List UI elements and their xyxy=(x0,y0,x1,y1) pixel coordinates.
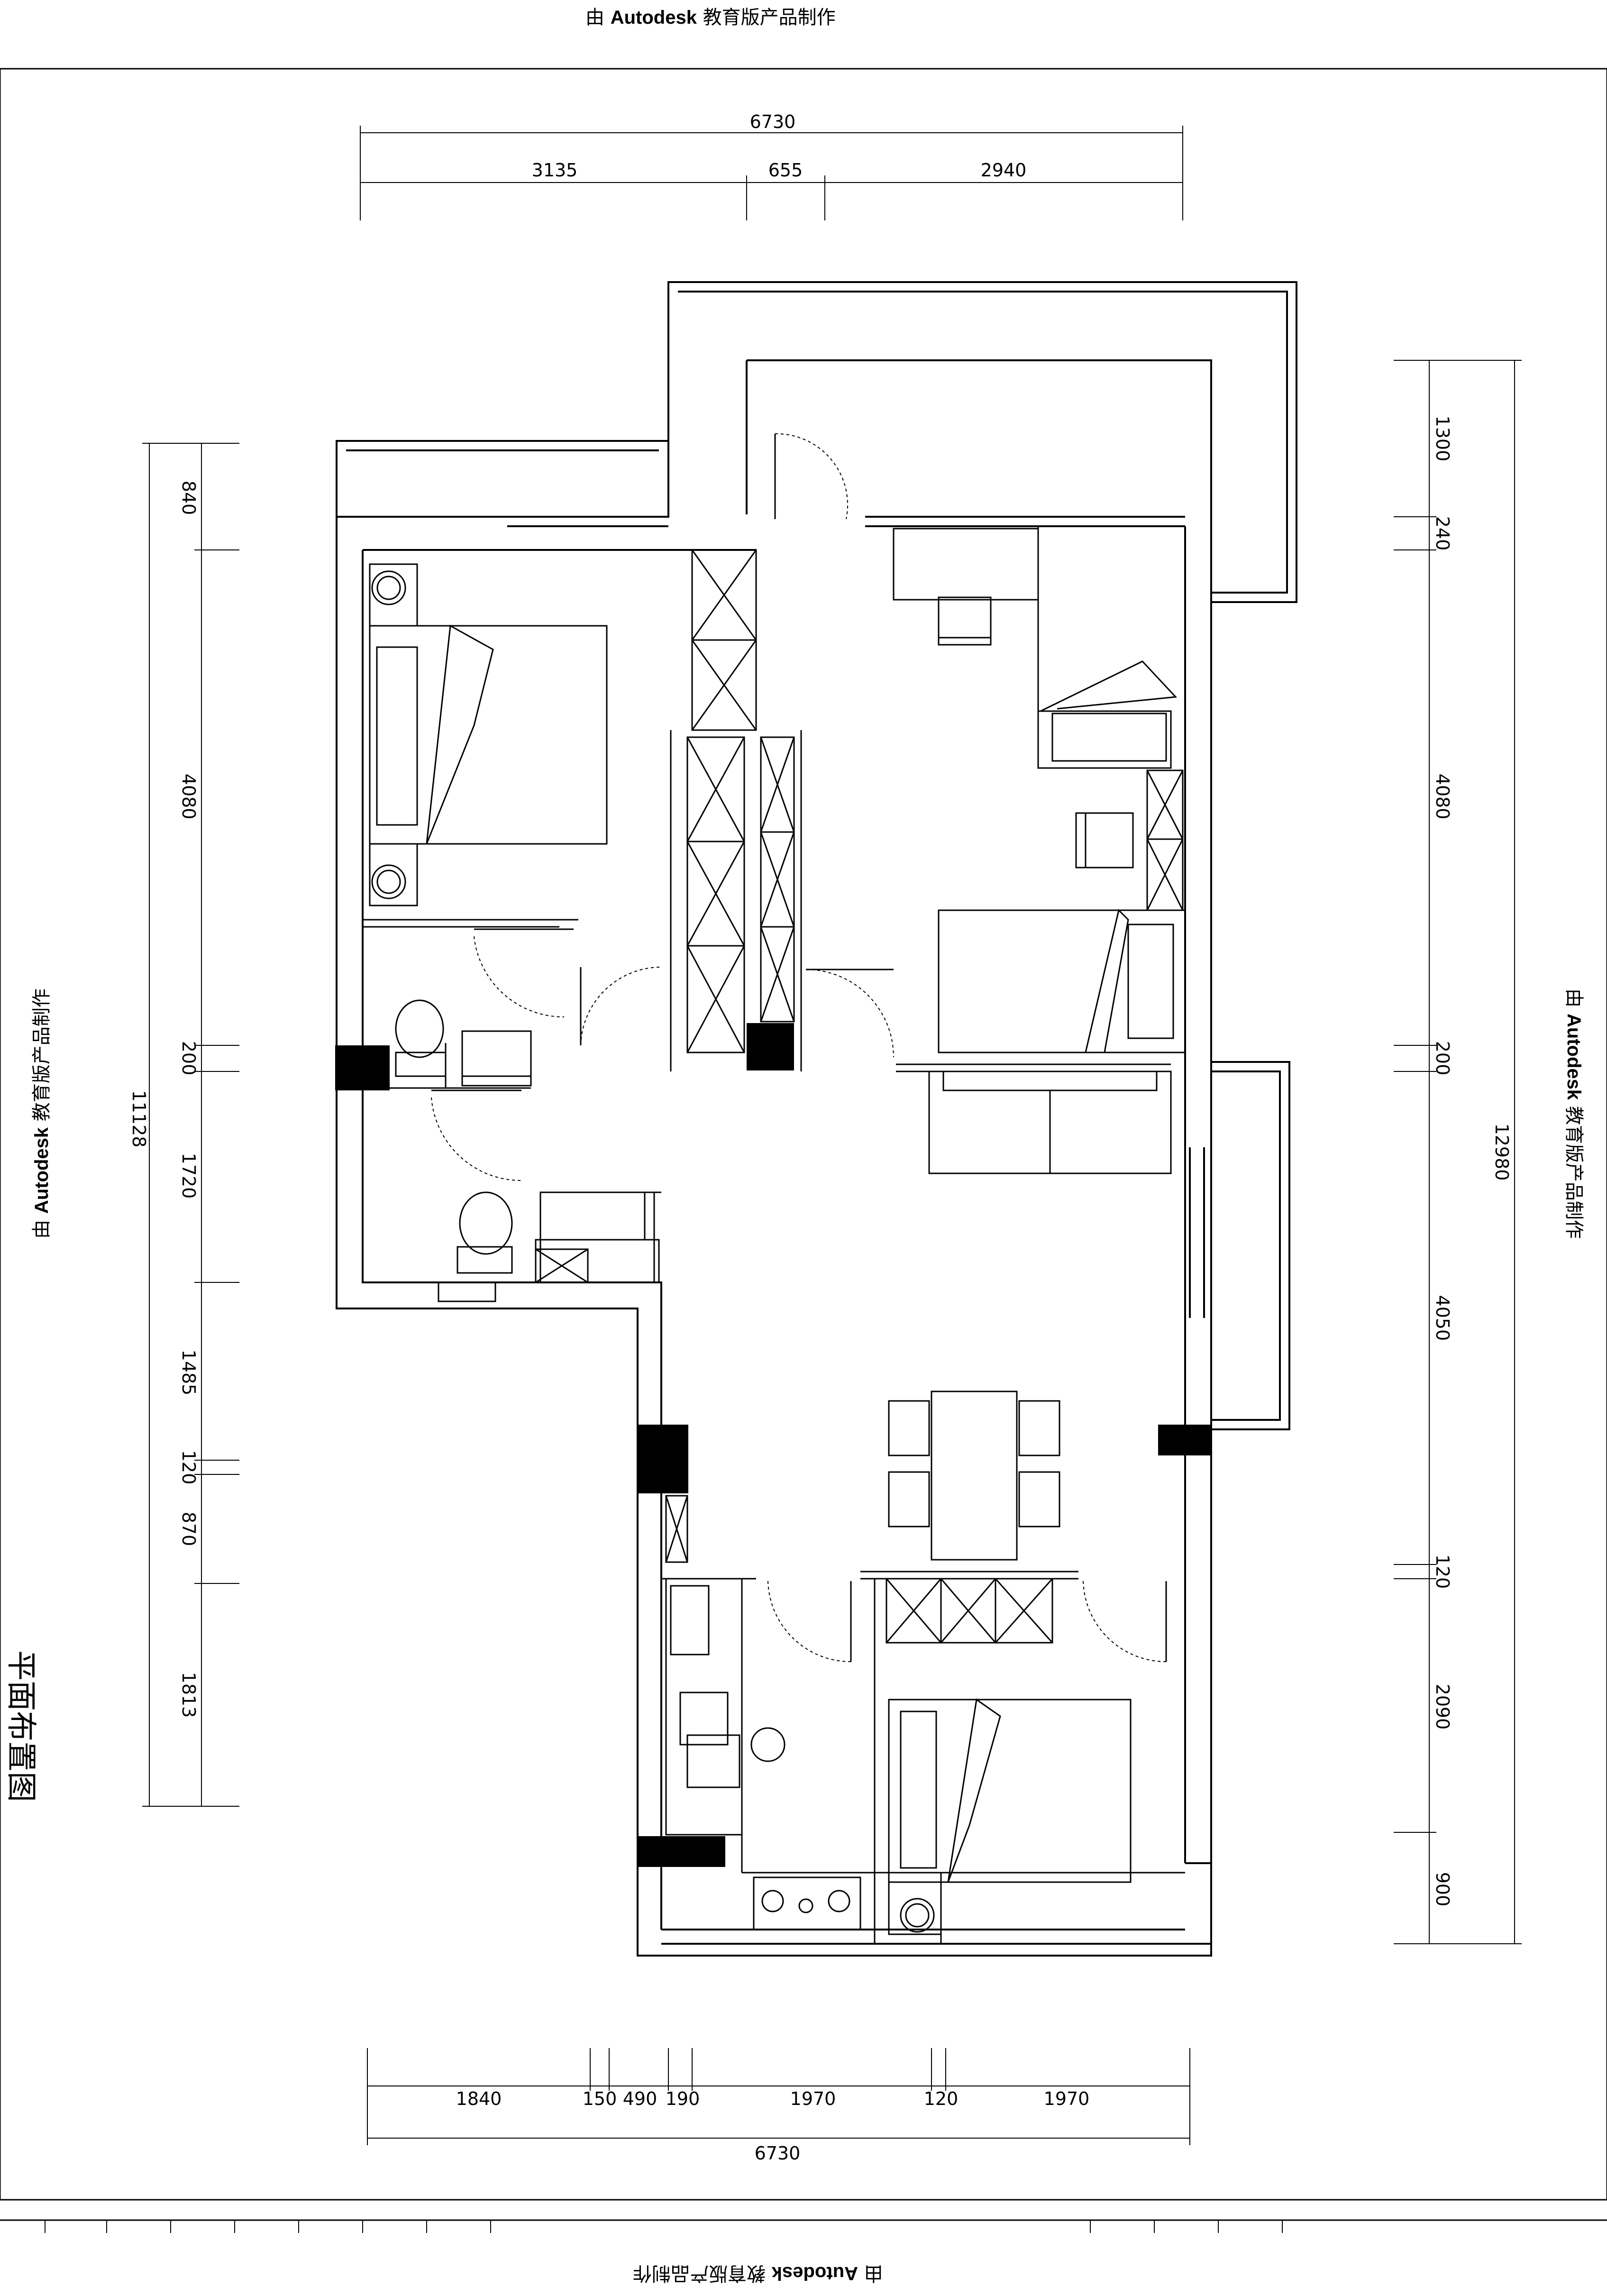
column xyxy=(638,1425,688,1493)
dim-right-seg: 4080 xyxy=(1432,774,1453,820)
column xyxy=(638,1836,725,1867)
dim-right-seg: 900 xyxy=(1432,1872,1453,1907)
doors xyxy=(431,433,1167,1662)
dim-bottom-seg: 490 xyxy=(623,2088,657,2109)
bed xyxy=(888,1699,1132,1883)
chair xyxy=(888,1471,930,1528)
furniture xyxy=(395,526,1178,1930)
structural-columns xyxy=(335,1023,1211,1867)
dim-right-seg: 240 xyxy=(1432,516,1453,551)
vanity xyxy=(461,1030,532,1087)
dim-left-seg: 1485 xyxy=(178,1350,199,1396)
watermark-brand: Autodesk xyxy=(610,7,697,28)
chef-figure xyxy=(750,1727,785,1762)
chair xyxy=(1018,1471,1060,1528)
column xyxy=(335,1045,390,1090)
dim-top-seg: 3135 xyxy=(532,160,578,181)
sheet-frame xyxy=(0,68,1607,2233)
kitchen-counter xyxy=(665,1578,743,1836)
dim-bottom-seg: 1970 xyxy=(1044,2088,1090,2109)
chair xyxy=(1018,1400,1060,1456)
dim-left-seg: 120 xyxy=(178,1450,199,1485)
bed xyxy=(938,909,1186,1053)
watermark-suffix: 教育版产品制作 xyxy=(703,7,836,28)
dim-bottom-seg: 1970 xyxy=(790,2088,836,2109)
dim-left-overall: 11128 xyxy=(128,1090,149,1148)
dim-left-seg: 1720 xyxy=(178,1153,199,1199)
dining-table xyxy=(931,1390,1018,1561)
bed xyxy=(369,625,608,845)
dim-right-seg: 2090 xyxy=(1432,1684,1453,1730)
beds xyxy=(369,563,1186,1935)
dim-left-seg: 1813 xyxy=(178,1672,199,1718)
dim-left-seg: 870 xyxy=(178,1512,199,1546)
watermark-prefix: 由 xyxy=(585,7,604,28)
wardrobes xyxy=(665,549,1184,1644)
column xyxy=(747,1023,794,1070)
dim-top-seg: 2940 xyxy=(981,160,1027,181)
dim-right-seg: 120 xyxy=(1432,1555,1453,1589)
dimension-lines xyxy=(142,126,1522,2145)
outer-walls xyxy=(336,281,1297,1957)
chair xyxy=(938,596,992,646)
dim-right-seg: 1300 xyxy=(1432,416,1453,462)
chair xyxy=(888,1400,930,1456)
dimension-text: 6730 3135 655 2940 1840 150 490 190 1970… xyxy=(128,111,1512,2164)
dim-top-overall: 6730 xyxy=(750,111,796,132)
dim-bottom-overall: 6730 xyxy=(755,2143,801,2164)
dim-top-seg: 655 xyxy=(768,160,803,181)
vanity xyxy=(539,1191,646,1241)
dim-right-seg: 200 xyxy=(1432,1041,1453,1076)
dim-right-overall: 12980 xyxy=(1491,1124,1512,1181)
stove xyxy=(753,1876,861,1930)
toilet xyxy=(459,1191,513,1255)
dim-left-seg: 840 xyxy=(178,481,199,515)
toilet xyxy=(395,999,444,1058)
dim-bottom-seg: 1840 xyxy=(456,2088,502,2109)
desk xyxy=(893,528,1039,601)
dim-right-seg: 4050 xyxy=(1432,1295,1453,1341)
column xyxy=(1158,1425,1211,1455)
dim-left-seg: 4080 xyxy=(178,774,199,820)
dim-left-seg: 200 xyxy=(178,1041,199,1076)
watermark-top: 由 Autodesk 教育版产品制作 xyxy=(585,2,836,29)
dim-bottom-seg: 190 xyxy=(666,2088,700,2109)
door-leaves xyxy=(431,434,1167,1662)
dim-bottom-seg: 120 xyxy=(924,2088,959,2109)
dim-bottom-seg: 150 xyxy=(583,2088,617,2109)
